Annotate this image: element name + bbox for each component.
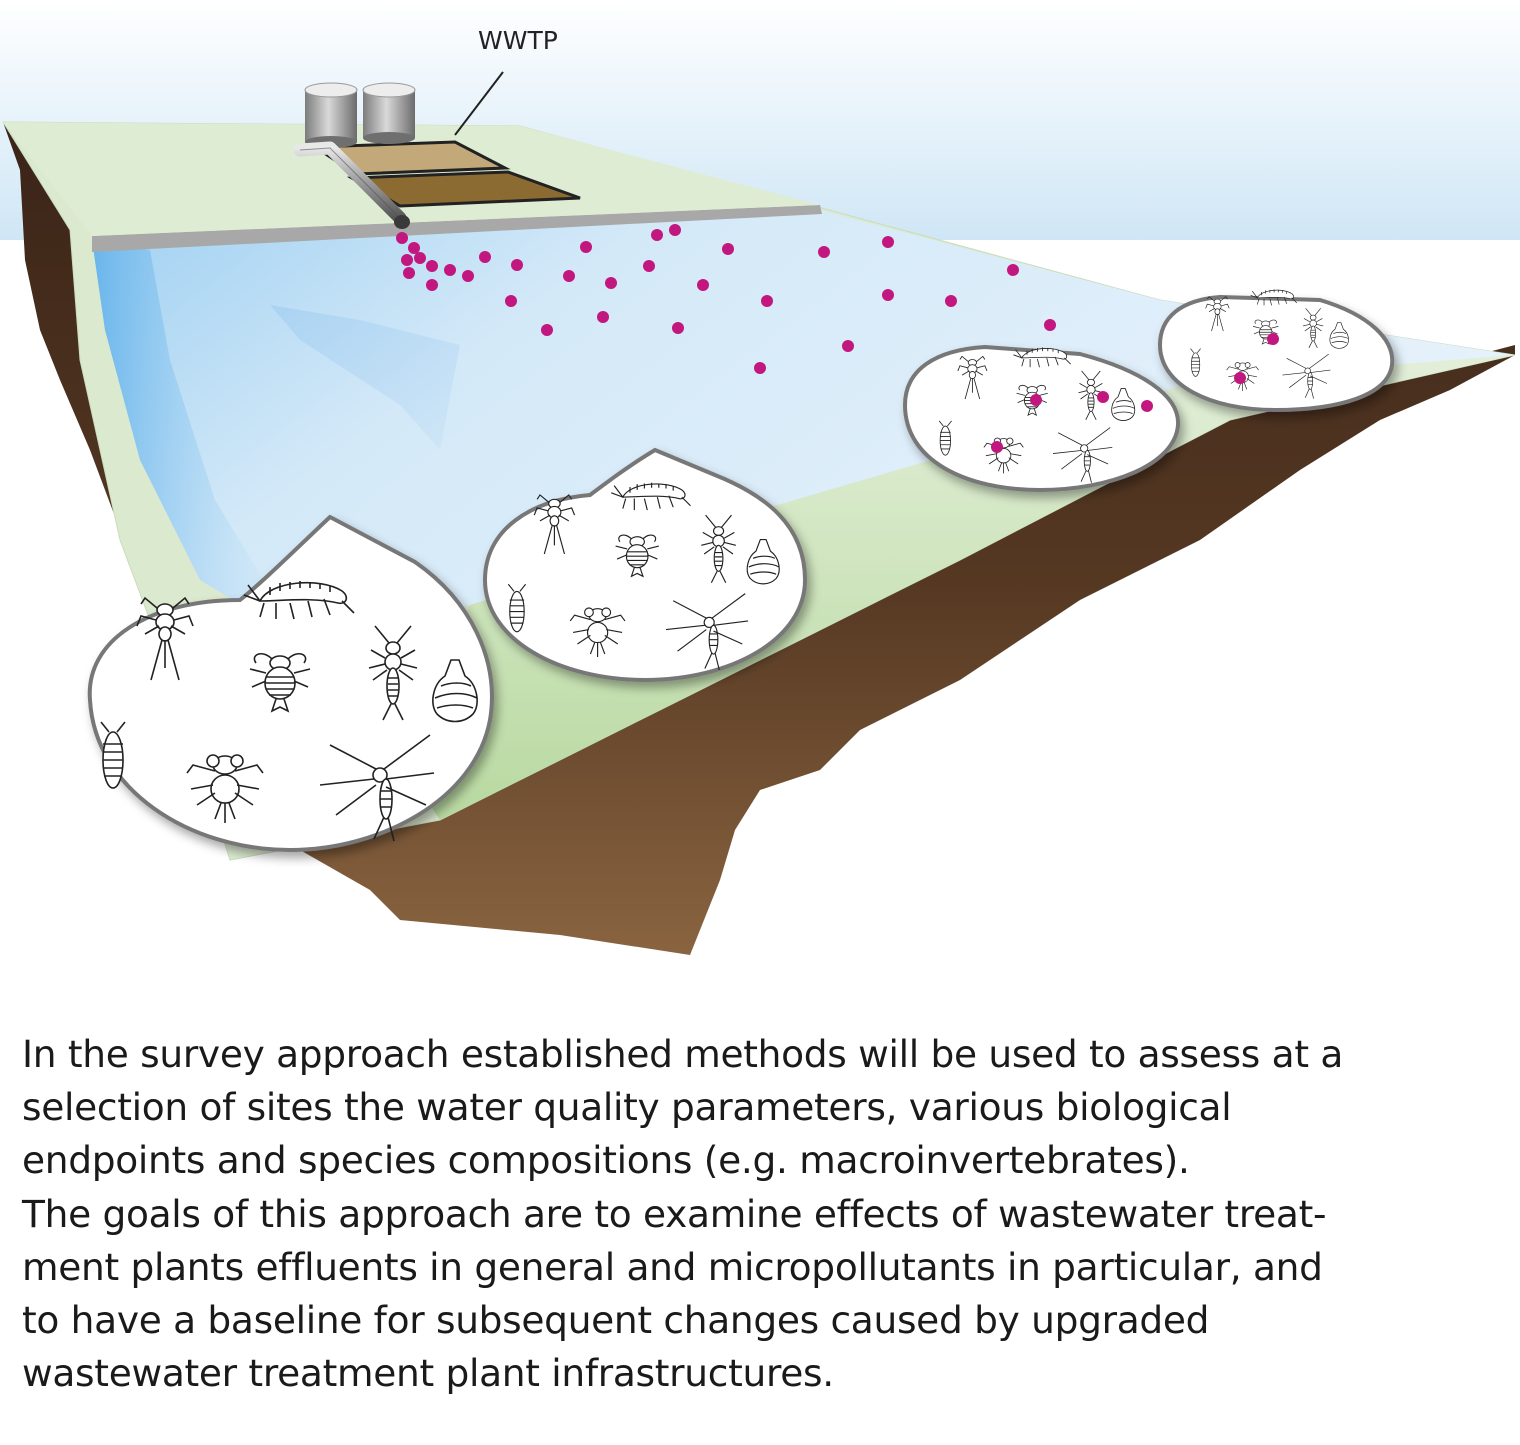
micropollutant-dot [672,322,684,334]
micropollutant-dot [1007,264,1019,276]
micropollutant-dot [605,277,617,289]
micropollutant-dot [697,279,709,291]
micropollutant-dot [643,260,655,272]
micropollutant-dot [563,270,575,282]
micropollutant-dot [511,259,523,271]
micropollutant-dot [426,279,438,291]
wwtp-label: WWTP [478,26,558,55]
micropollutant-dot [444,264,456,276]
description-text: In the survey approach established metho… [22,1028,1502,1400]
sampling-site-4 [1157,294,1395,413]
river-water [92,210,1515,640]
micropollutant-dot [669,224,681,236]
micropollutant-dot [597,311,609,323]
description-line: The goals of this approach are to examin… [22,1191,1327,1236]
micropollutant-dot [414,252,426,264]
micropollutant-dot [882,289,894,301]
micropollutant-dot [505,295,517,307]
wwtp-leader-line [454,71,504,136]
description-line: to have a baseline for subsequent change… [22,1298,1210,1343]
description-line: endpoints and species compositions (e.g.… [22,1138,1190,1183]
micropollutant-dot [479,251,491,263]
micropollutant-dot [541,324,553,336]
description-line: ment plants effluents in general and mic… [22,1244,1323,1289]
micropollutant-dot [462,270,474,282]
description-line: wastewater treatment plant infrastructur… [22,1351,834,1396]
micropollutant-dot [754,362,766,374]
micropollutant-dot [408,242,420,254]
micropollutant-dot [761,295,773,307]
river-diagram: WWTP [0,0,1520,955]
flow-arrow-icon [270,305,460,450]
description-line: selection of sites the water quality par… [22,1085,1232,1130]
micropollutant-dot [1044,319,1056,331]
micropollutant-dot [401,254,413,266]
micropollutant-dot [580,241,592,253]
micropollutant-dot [396,232,408,244]
earth-cross-section [3,122,1515,955]
micropollutant-dot [651,229,663,241]
micropollutant-dot [818,246,830,258]
description-line: In the survey approach established metho… [22,1032,1344,1076]
effluent-pipe-icon [293,141,410,229]
plant-platform-edge [92,205,822,252]
sampling-site-3 [902,344,1181,493]
storage-tank-icon [362,82,416,144]
micropollutant-dot [426,260,438,272]
micropollutant-dot [882,236,894,248]
micropollutant-dot [842,340,854,352]
micropollutant-dot [403,267,415,279]
organism-pollutant-markers [991,333,1279,453]
storage-tank-icon [304,82,358,148]
river-water-edge [92,240,300,640]
micropollutant-dot [722,243,734,255]
micropollutant-dots [396,224,1056,374]
micropollutant-dot [945,295,957,307]
